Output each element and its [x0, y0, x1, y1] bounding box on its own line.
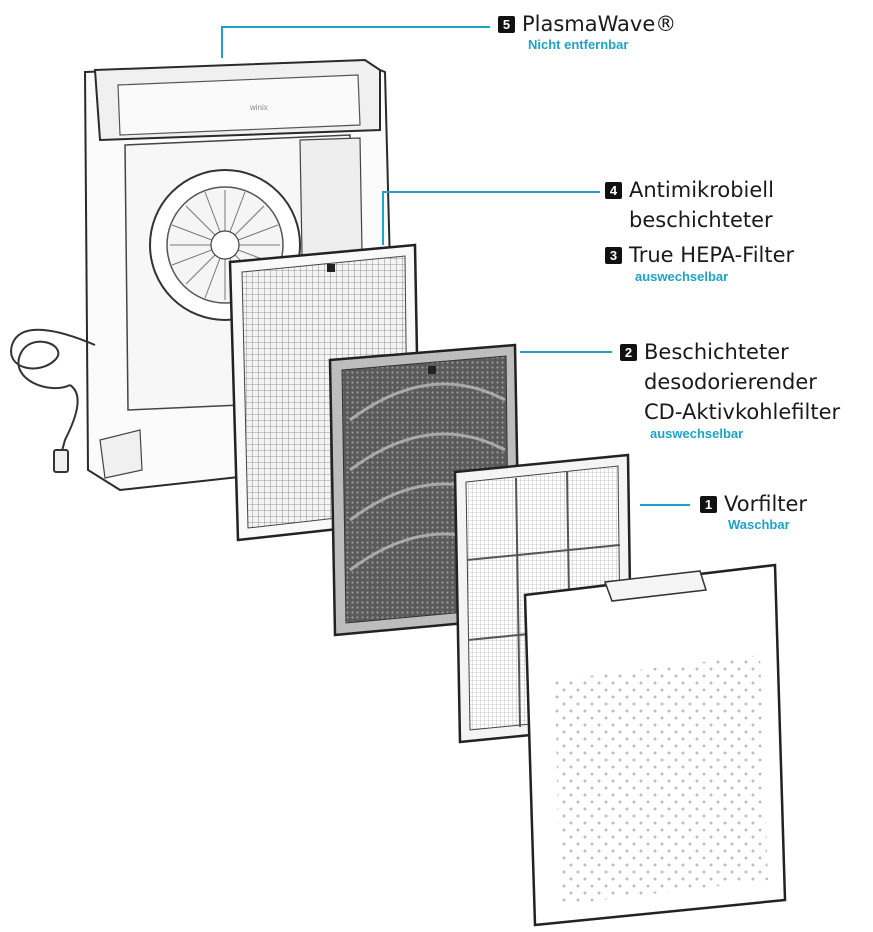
svg-text:winix: winix [249, 103, 268, 112]
label-antimikrobiell: 4 Antimikrobiell beschichteter [605, 178, 774, 232]
leader-line-5 [221, 26, 490, 58]
label-vorfilter: 1 Vorfilter Waschbar [700, 492, 807, 533]
label-vorfilter-note: Waschbar [728, 517, 790, 533]
label-aktivkohle-title: Beschichteter [644, 340, 789, 364]
label-aktivkohle: 2 Beschichteter desodorierender CD-Aktivk… [620, 340, 840, 442]
label-plasmawave-note: Nicht entfernbar [528, 37, 629, 53]
label-true-hepa-title: True HEPA-Filter [629, 243, 795, 267]
label-antimikrobiell-title: Antimikrobiell [629, 178, 774, 202]
number-badge-3: 3 [605, 247, 622, 264]
label-plasmawave-title: PlasmaWave® [522, 12, 677, 36]
label-aktivkohle-line3: CD-Aktivkohlefilter [644, 400, 841, 425]
number-badge-4: 4 [605, 182, 622, 199]
label-true-hepa-note: auswechselbar [635, 269, 729, 285]
label-aktivkohle-line2: desodorierender [644, 370, 817, 395]
number-badge-2: 2 [620, 344, 637, 361]
leader-line-4 [382, 191, 600, 245]
label-antimikrobiell-line2: beschichteter [629, 208, 773, 233]
label-aktivkohle-note: auswechselbar [650, 426, 744, 442]
number-badge-1: 1 [700, 496, 717, 513]
label-plasmawave: 5 PlasmaWave® Nicht entfernbar [498, 12, 676, 53]
label-true-hepa: 3 True HEPA-Filter auswechselbar [605, 243, 794, 285]
number-badge-5: 5 [498, 16, 515, 33]
leader-lines [221, 26, 690, 506]
front-panel [523, 563, 787, 927]
power-cord [10, 328, 96, 473]
label-vorfilter-title: Vorfilter [724, 492, 808, 516]
